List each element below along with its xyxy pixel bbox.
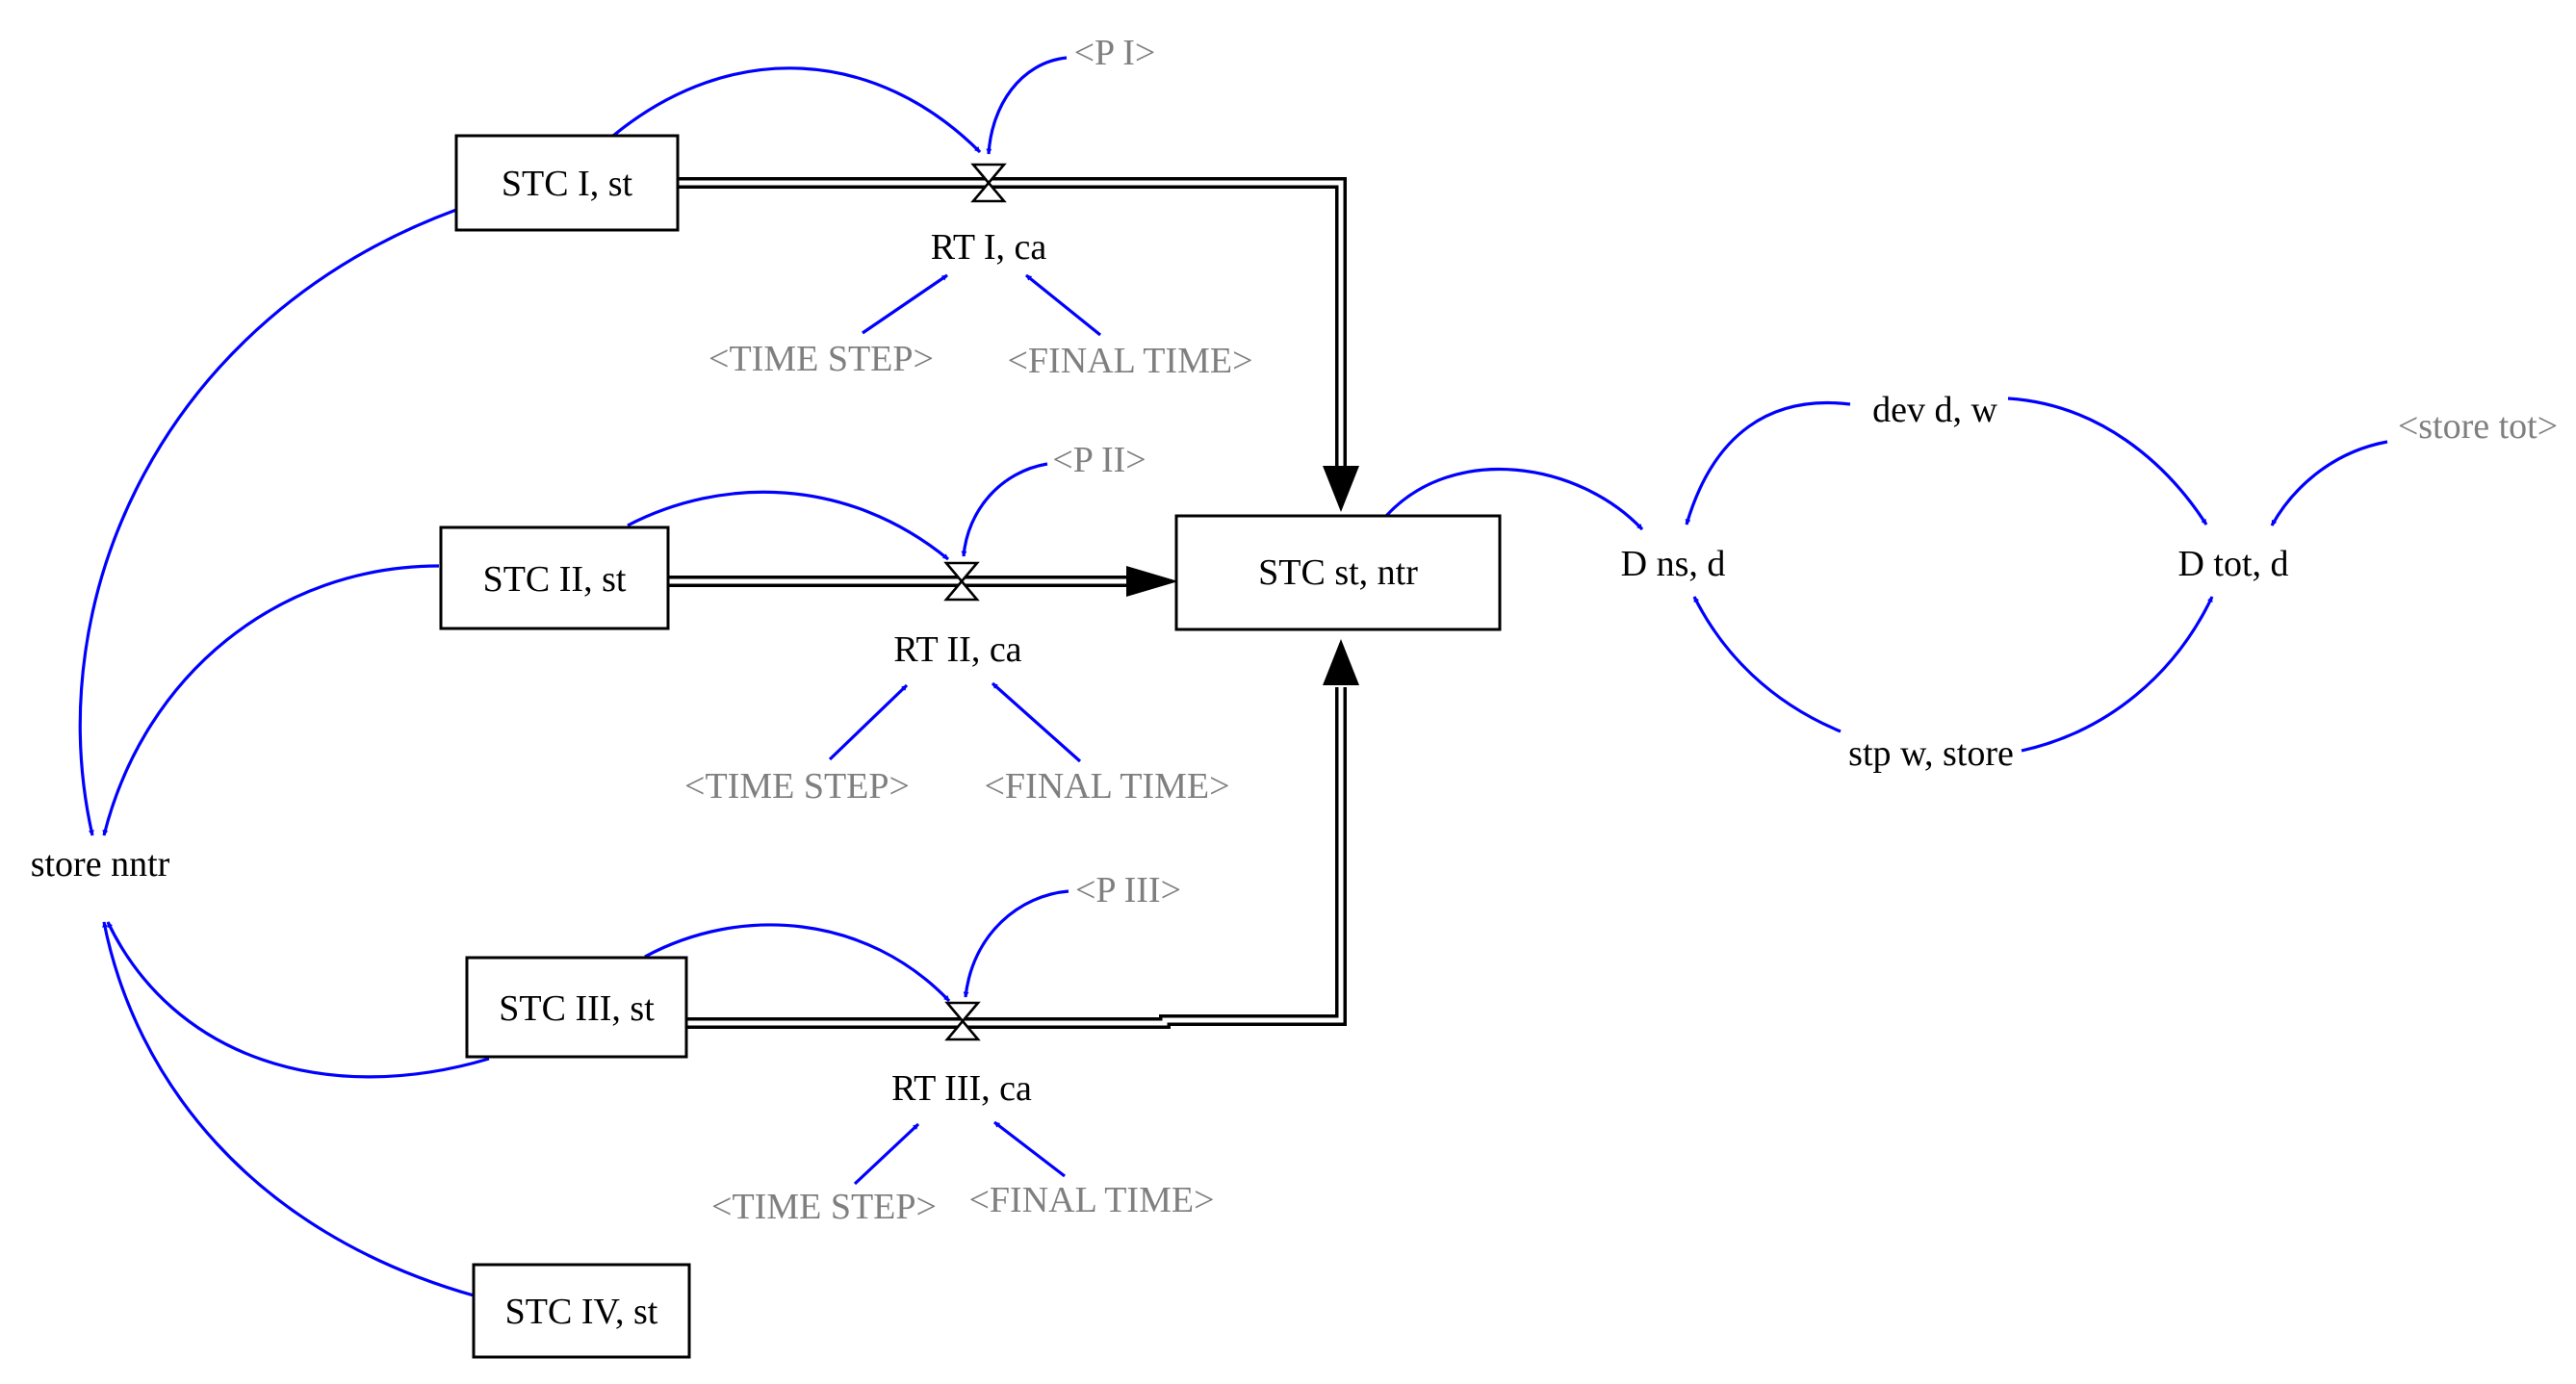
shadow-variable-final-time-1[interactable]: <FINAL TIME>	[1007, 341, 1252, 381]
shadow-variable-time-step-2[interactable]: <TIME STEP>	[684, 766, 910, 807]
link-finaltime-rt3	[993, 1120, 1066, 1178]
rate-label-rt-1[interactable]: RT I, ca	[931, 227, 1047, 268]
link-finaltime-rt2	[991, 681, 1082, 763]
shadow-variable-store-tot[interactable]: <store tot>	[2398, 406, 2558, 447]
shadow-variable-final-time-3[interactable]: <FINAL TIME>	[968, 1180, 1214, 1220]
link-stc2-rt2	[627, 490, 950, 561]
valve-icon-rt-2[interactable]	[943, 561, 980, 602]
valve-icon-rt-1[interactable]	[970, 163, 1007, 203]
shadow-variable-time-step-3[interactable]: <TIME STEP>	[711, 1187, 937, 1227]
flow-pipes	[668, 163, 1359, 1041]
information-links	[78, 56, 2388, 1297]
flow-pipe-rt-3	[686, 687, 1347, 1029]
rate-label-rt-2[interactable]: RT II, ca	[893, 629, 1021, 670]
stock-stc-1[interactable]: STC I, st	[454, 134, 680, 232]
stock-stc-4[interactable]: STC IV, st	[472, 1263, 691, 1359]
flow-arrowhead-rt-1	[1323, 466, 1359, 512]
link-stp-dns	[1692, 596, 1842, 733]
stock-label: STC IV, st	[505, 1292, 658, 1332]
stock-label: STC st, ntr	[1258, 552, 1418, 593]
shadow-variable-time-step-1[interactable]: <TIME STEP>	[708, 339, 934, 379]
link-stc4-storenntr	[102, 921, 475, 1297]
stock-stc-2[interactable]: STC II, st	[439, 525, 670, 630]
flow-arrowhead-rt-3	[1323, 639, 1359, 685]
link-stc1-storenntr	[78, 208, 457, 836]
flow-arrowhead-rt-2	[1126, 566, 1178, 597]
link-p1-rt1	[986, 56, 1068, 155]
stock-label: STC III, st	[499, 988, 655, 1029]
shadow-variable-final-time-2[interactable]: <FINAL TIME>	[984, 766, 1229, 807]
stock-stc-ntr[interactable]: STC st, ntr	[1174, 514, 1502, 631]
shadow-variable-p1[interactable]: <P I>	[1074, 33, 1156, 73]
variable-stp[interactable]: stp w, store	[1848, 733, 2014, 774]
stock-stc-3[interactable]: STC III, st	[465, 956, 688, 1059]
stock-label: STC I, st	[502, 164, 633, 204]
stock-label: STC II, st	[483, 559, 627, 600]
variable-d-tot[interactable]: D tot, d	[2177, 544, 2288, 584]
link-stc3-rt3	[644, 923, 951, 1003]
link-stc2-storenntr	[102, 564, 440, 836]
shadow-variable-p2[interactable]: <P II>	[1052, 440, 1146, 480]
variable-d-ns[interactable]: D ns, d	[1621, 544, 1726, 584]
variable-store-nntr[interactable]: store nntr	[31, 844, 170, 884]
link-timestep-rt3	[853, 1122, 920, 1186]
link-dev-dtot	[2007, 397, 2208, 525]
link-stc1-rt1	[611, 66, 982, 154]
link-stcntr-dns	[1384, 468, 1644, 531]
variable-dev[interactable]: dev d, w	[1872, 390, 1997, 430]
link-p2-rt2	[961, 462, 1048, 557]
rate-label-rt-3[interactable]: RT III, ca	[891, 1068, 1032, 1109]
valve-icon-rt-3[interactable]	[944, 1001, 981, 1041]
link-stp-dtot	[2021, 596, 2214, 753]
link-storetot-dtot	[2270, 440, 2388, 526]
shadow-variable-p3[interactable]: <P III>	[1075, 870, 1181, 910]
link-timestep-rt2	[828, 683, 909, 761]
link-finaltime-rt1	[1024, 273, 1102, 337]
link-stc3-storenntr	[106, 921, 490, 1079]
link-timestep-rt1	[862, 273, 948, 335]
link-dev-dns	[1685, 401, 1851, 525]
link-p3-rt3	[963, 889, 1069, 998]
